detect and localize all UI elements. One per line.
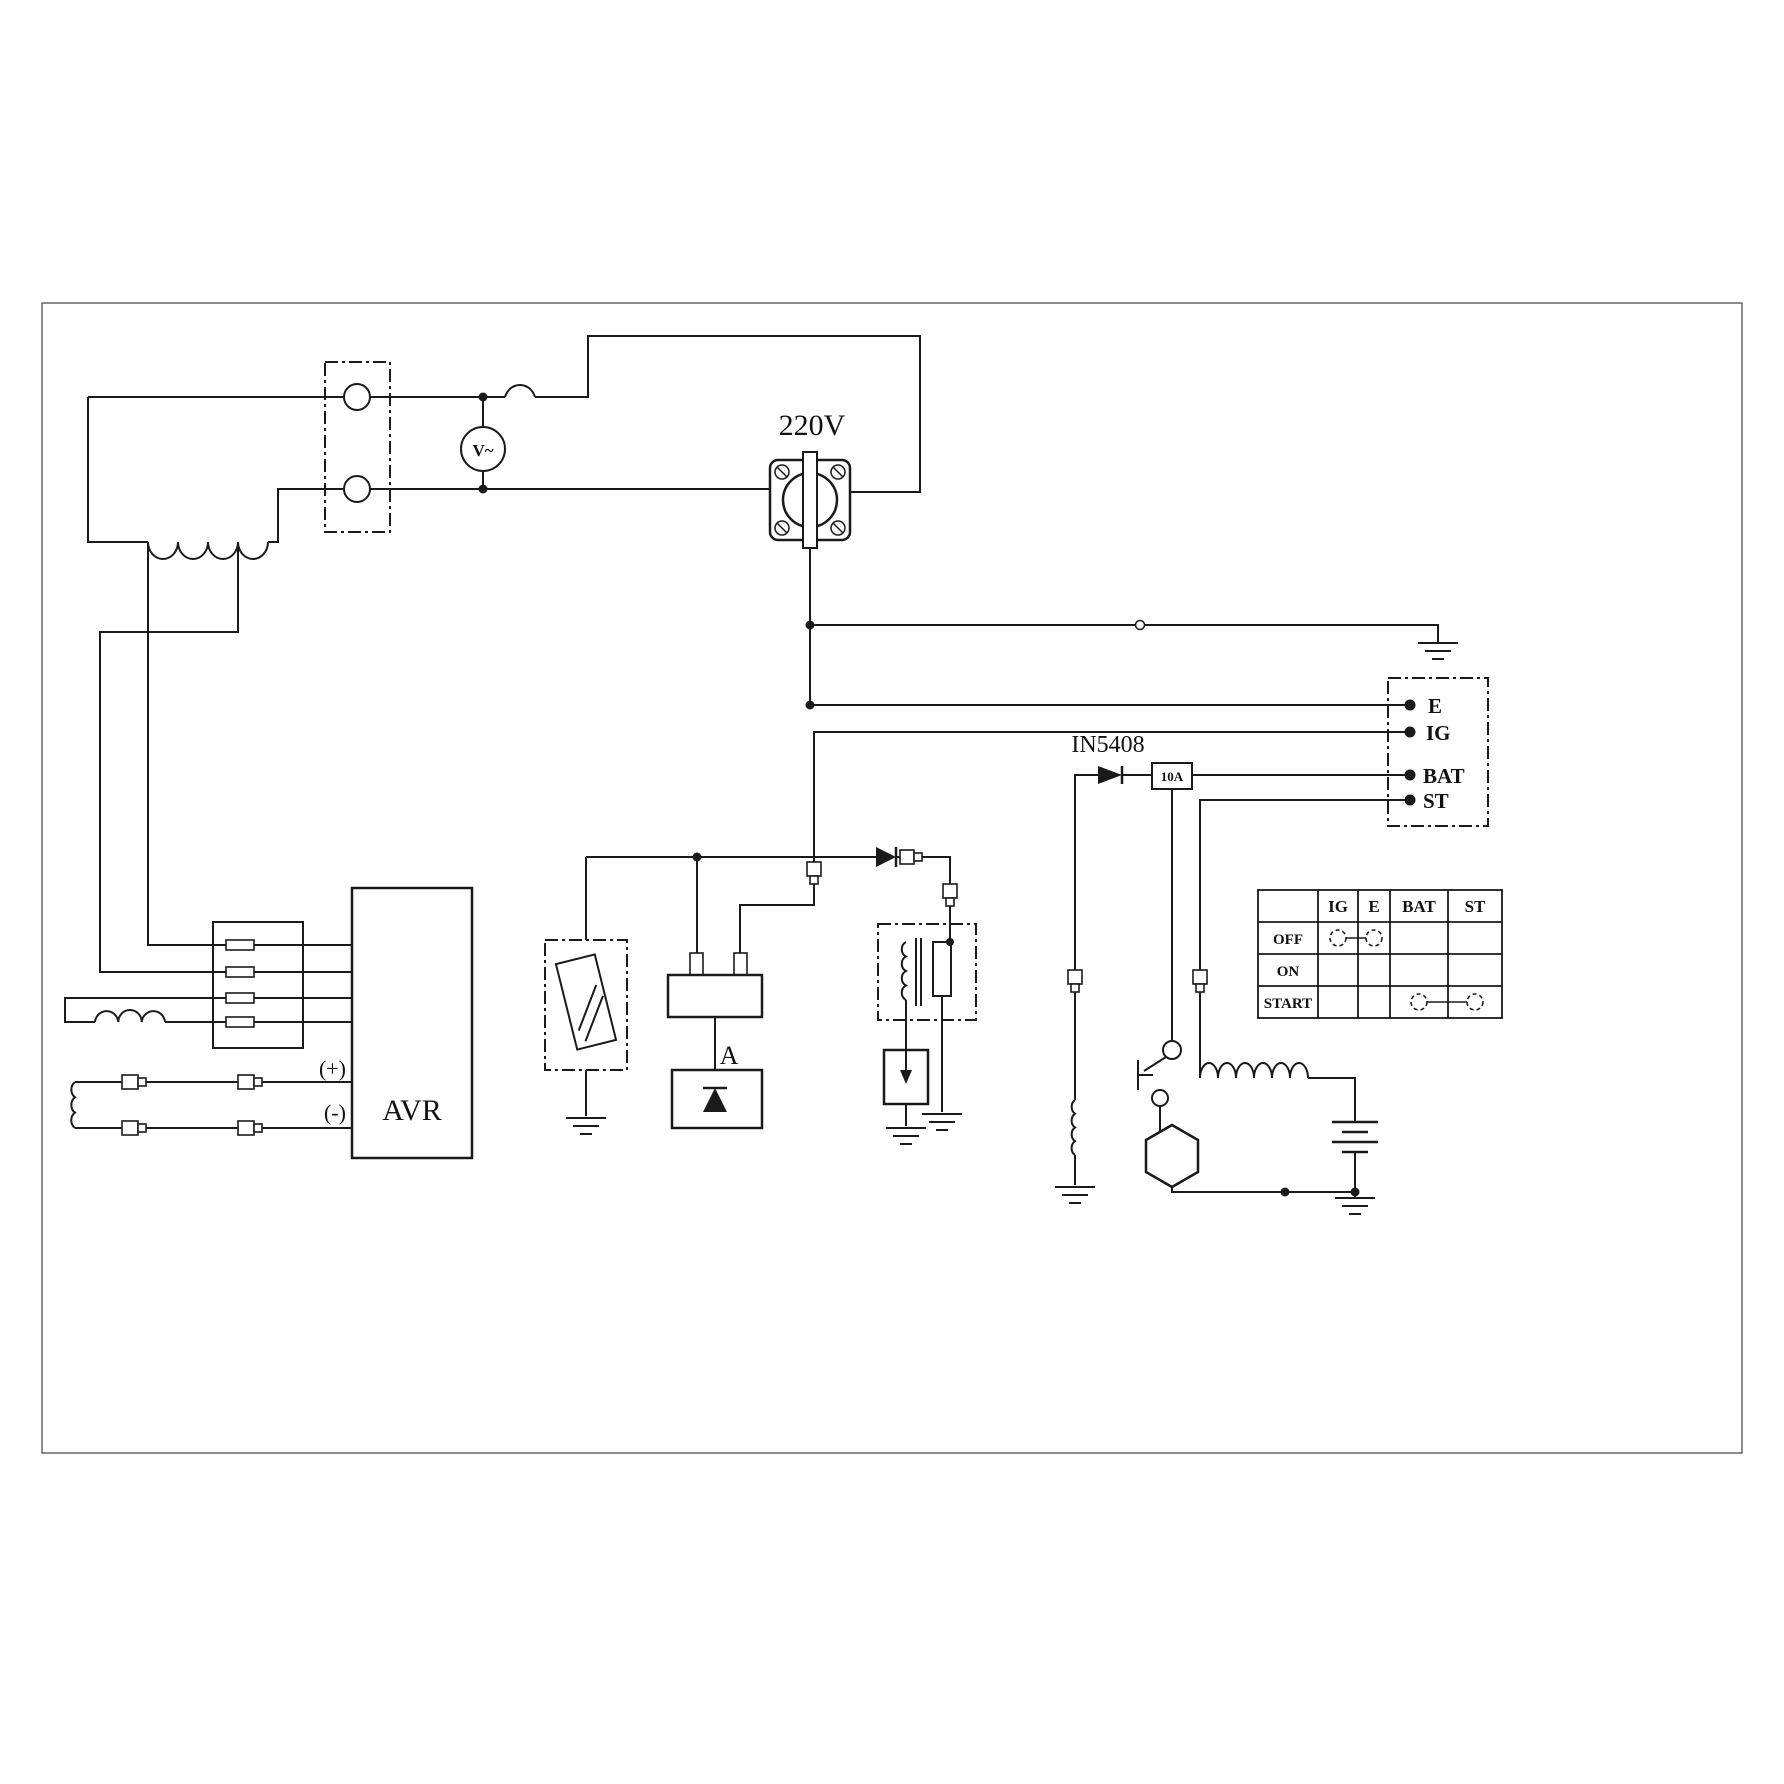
charging-diode: IN5408	[1071, 732, 1145, 784]
cdi-ground-icon	[566, 1117, 606, 1135]
bus-diode	[876, 847, 898, 867]
diode-a-triangle	[703, 1088, 727, 1112]
outlet-220v: 220V	[768, 409, 852, 549]
starter-relay	[1151, 1040, 1182, 1107]
fuse-rating-label: 10A	[1161, 769, 1184, 784]
battery	[1332, 1120, 1378, 1154]
field-winding	[70, 1081, 352, 1129]
bat-fuse: 10A	[1151, 762, 1193, 790]
output-wires	[87, 335, 921, 543]
table-row-on: ON	[1277, 964, 1300, 980]
enclosures	[324, 361, 1489, 1071]
cdi-unit-box	[544, 939, 628, 1071]
switch-terminal-label-bat: BAT	[1423, 764, 1465, 788]
table-row-start: START	[1264, 996, 1312, 1012]
switch-terminal-dot-bat	[1404, 769, 1416, 781]
unit-pin-1	[689, 952, 704, 976]
table-col-ig: IG	[1328, 897, 1348, 916]
starter-motor	[1144, 1123, 1200, 1189]
switch-position-table: IG E BAT ST OFF ON START	[1257, 889, 1503, 1019]
table-row-off: OFF	[1273, 932, 1303, 948]
output-terminal-block	[324, 361, 391, 533]
voltmeter-label: V~	[472, 441, 493, 460]
output-terminal-2	[343, 475, 371, 503]
ground-icons	[566, 642, 1458, 1215]
coil-ground-icon	[922, 1113, 962, 1131]
avr-connector-pins	[225, 939, 255, 1028]
unit-pin-2	[733, 952, 748, 976]
stop-unit-box	[666, 973, 764, 1019]
ignition-coil	[900, 938, 952, 1006]
relay-contact-top	[1162, 1040, 1182, 1060]
output-terminal-1	[343, 383, 371, 411]
stator-winding-coil	[147, 541, 269, 560]
sensing-winding-coil	[94, 1009, 166, 1023]
table-col-st: ST	[1465, 897, 1486, 916]
junction-dots	[478, 392, 1360, 1197]
avr-connector-block	[212, 921, 304, 1049]
sense-wires	[64, 542, 352, 1023]
switch-terminal-label-ig: IG	[1426, 721, 1451, 745]
voltmeter: V~	[460, 426, 506, 472]
charging-circuit	[1070, 774, 1410, 1185]
relay-contact-bottom	[1151, 1089, 1169, 1107]
field-negative-label: (-)	[324, 1100, 346, 1125]
stop-diode-unit: A	[666, 952, 764, 1130]
cdi-unit	[554, 953, 618, 1051]
switch-terminal-dot-st	[1404, 794, 1416, 806]
ground-bus	[810, 624, 1439, 643]
charging-ground-icon	[1055, 1186, 1095, 1204]
bus-connector-dot	[1134, 619, 1146, 631]
avr-label: AVR	[382, 1094, 441, 1127]
ignition-coil-leads	[905, 996, 943, 1126]
switch-terminal-label-st: ST	[1423, 789, 1449, 813]
ig-line	[739, 731, 1410, 953]
switch-terminal-dot-ig	[1404, 726, 1416, 738]
coil-secondary	[932, 941, 952, 997]
ignition-coil-box	[877, 923, 977, 1021]
field-winding-coil	[70, 1081, 77, 1129]
avr-box	[350, 886, 474, 1160]
switch-terminal-label-e: E	[1428, 694, 1442, 718]
unit-a-label: A	[720, 1041, 739, 1070]
diode-a-box	[670, 1068, 764, 1130]
field-positive-label: (+)	[319, 1056, 346, 1081]
ignition-bus	[585, 856, 951, 1116]
avr-group: AVR (+) (-)	[212, 886, 474, 1160]
spark-plug	[882, 1048, 930, 1106]
breaker-symbol	[504, 384, 536, 398]
diode-model-label: IN5408	[1071, 732, 1144, 758]
table-grid	[1257, 889, 1503, 1019]
outlet-screws	[774, 464, 846, 536]
switch-terminal-dot-e	[1404, 699, 1416, 711]
switch-terminals: E IG BAT ST	[1404, 694, 1465, 813]
relay-armature	[1137, 1056, 1167, 1090]
starter-circuit	[1137, 799, 1410, 1198]
outlet-slot	[802, 451, 818, 549]
table-link-off	[1329, 929, 1383, 947]
frame-ground-icon	[1418, 642, 1458, 660]
spark-ground-icon	[886, 1127, 926, 1145]
relay-spring	[1199, 1062, 1309, 1079]
ignition-switch-box	[1387, 677, 1489, 827]
output-terminals	[343, 383, 371, 503]
drawing-frame	[41, 302, 1743, 1454]
ground-and-switch-wires	[739, 548, 1439, 953]
coil-primary	[900, 941, 909, 1001]
battery-ground-icon	[1335, 1197, 1375, 1215]
spark-gap-arrow	[900, 1070, 912, 1084]
table-col-e: E	[1368, 897, 1379, 916]
table-link-start	[1410, 993, 1484, 1011]
charging-coil	[1070, 1099, 1077, 1156]
table-col-bat: BAT	[1402, 897, 1436, 916]
outlet-voltage-label: 220V	[779, 409, 846, 442]
inline-connectors	[121, 849, 1208, 1136]
